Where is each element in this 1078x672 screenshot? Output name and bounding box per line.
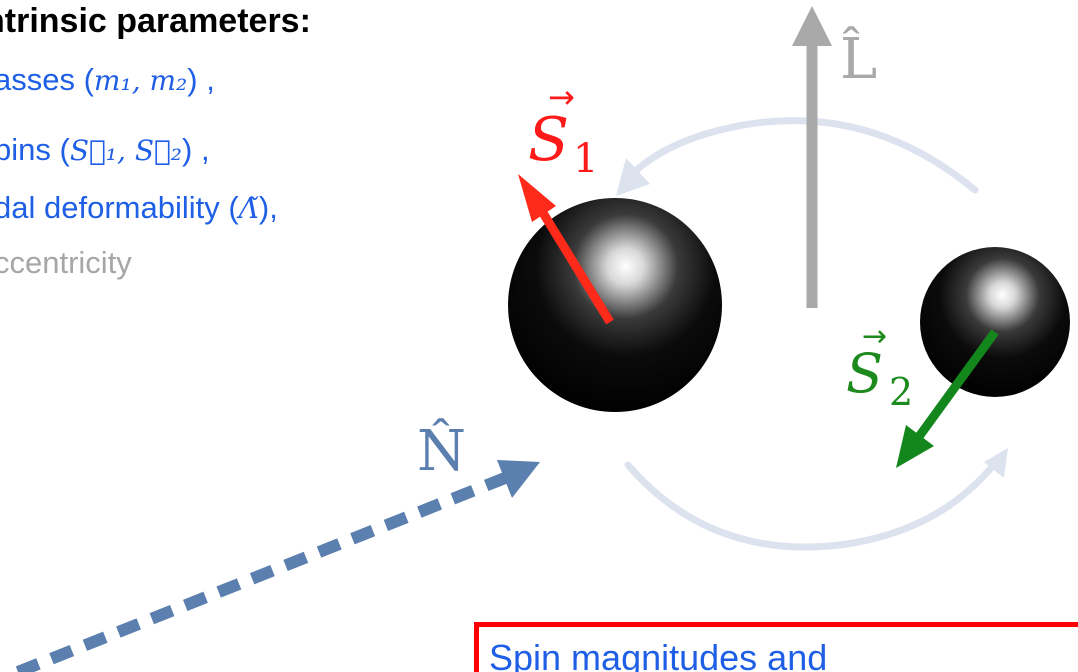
L-label: L̂ [840, 25, 877, 92]
S2-label: S [846, 342, 883, 405]
L-arrow-head [792, 6, 832, 46]
S2-arrow-head [896, 425, 934, 468]
S1-label: S [528, 105, 569, 175]
parameter-spins-suffix: ) , [182, 132, 210, 167]
N-arrow-shaft [15, 472, 508, 672]
S1-arrow-shaft [536, 205, 614, 325]
S1-subscript: 1 [573, 136, 598, 182]
parameter-masses-math: m₁, m₂ [93, 64, 188, 97]
body-2-sphere [920, 247, 1070, 397]
parameter-eccentricity: ccentricity [0, 245, 132, 281]
parameter-spins-text: pins ( [0, 132, 70, 167]
S1-vector-arrow: → [548, 78, 575, 116]
S1-arrow-head [518, 174, 556, 222]
parameter-spins: pins (S⃗₁, S⃗₂) , [0, 132, 210, 168]
parameter-tidal: dal deformability (Λ̃), [0, 190, 278, 226]
note-text: Spin magnitudes and [489, 637, 828, 672]
parameter-tidal-text: dal deformability ( [0, 190, 239, 225]
N-label: N̂ [417, 417, 466, 484]
body-1-sphere [508, 198, 722, 412]
N-arrow-head [497, 460, 540, 498]
parameter-spins-math: S⃗₁, S⃗₂ [69, 134, 183, 167]
parameter-tidal-math: Λ̃ [238, 192, 259, 225]
orbit-arrow-top [624, 117, 979, 194]
S2-subscript: 2 [889, 370, 913, 414]
orbit-arrow-bottom-head [984, 448, 1008, 478]
parameters-heading: ntrinsic parameters: [0, 2, 311, 40]
S2-vector-arrow: → [862, 319, 887, 354]
orbit-arrow-bottom [624, 458, 1000, 551]
S2-arrow-shaft [914, 329, 999, 441]
parameter-masses-suffix: ) , [187, 62, 215, 97]
parameter-tidal-suffix: ), [258, 190, 278, 225]
orbit-arrow-top-head [616, 158, 650, 196]
note-box: Spin magnitudes and [474, 622, 1078, 672]
parameter-masses: asses (m₁, m₂) , [0, 62, 215, 98]
parameter-eccentricity-text: ccentricity [0, 245, 132, 280]
parameter-masses-text: asses ( [0, 62, 94, 97]
